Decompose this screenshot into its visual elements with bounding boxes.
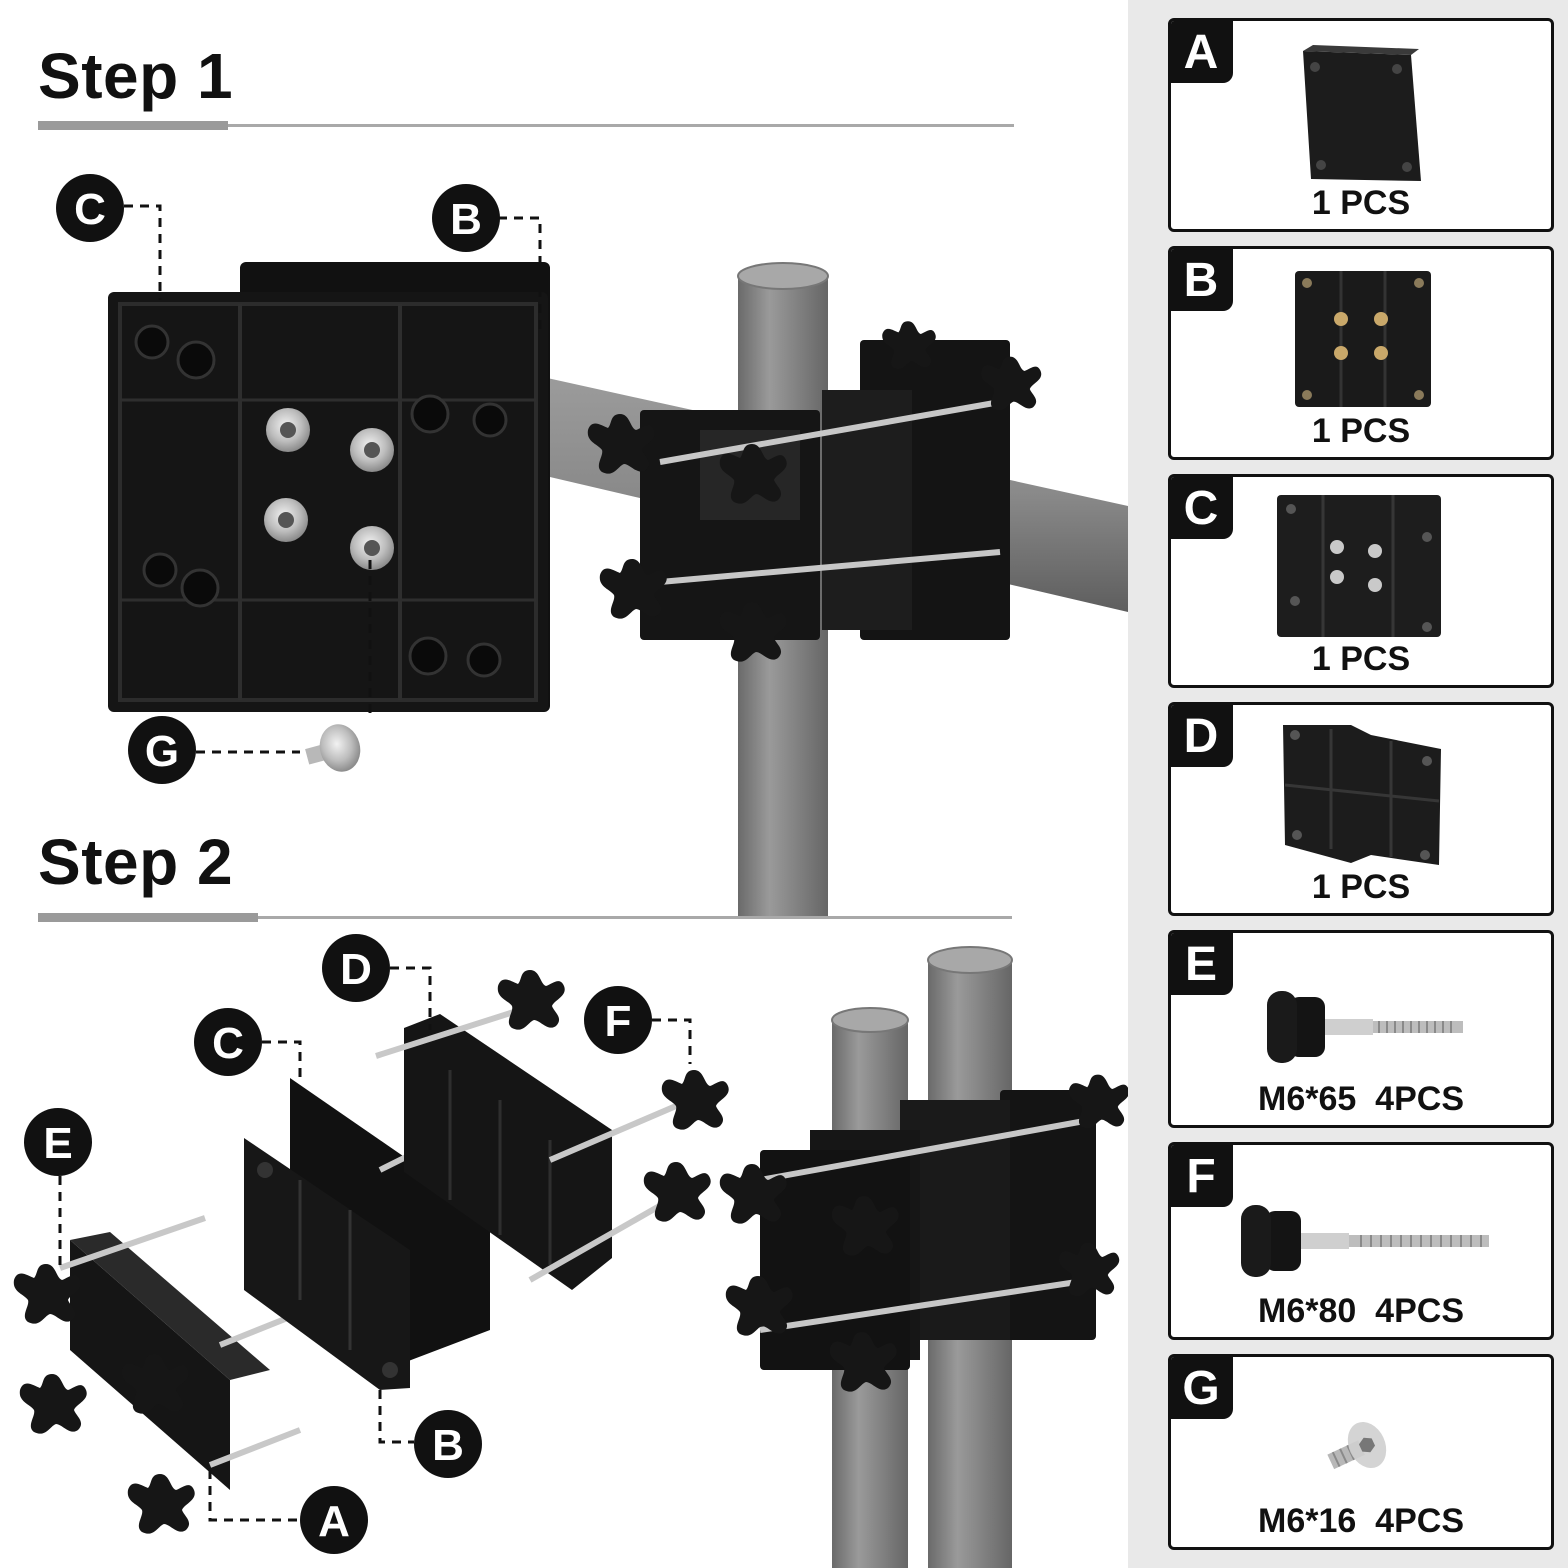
part-b-card: B 1 PCS [1168, 246, 1554, 460]
knob-screw-80-icon [1241, 1205, 1489, 1277]
callout-a-step2: A [300, 1486, 368, 1554]
part-a-letter: A [1183, 26, 1219, 79]
exploded-plate-d [375, 970, 729, 1290]
flat-bracket-a-icon [1303, 45, 1421, 181]
step1-title: Step 1 [38, 40, 234, 112]
step1-plate-stack [108, 262, 550, 712]
part-b-quantity: 1 PCS [1311, 412, 1411, 450]
exploded-plates-cb [244, 1078, 490, 1390]
callout-g-step1: G [128, 716, 196, 784]
part-a-card: A 1 PCS [1168, 18, 1554, 232]
svg-text:E: E [43, 1119, 72, 1168]
callout-d-step2: D [322, 934, 390, 1002]
part-c-quantity: 1 PCS [1311, 640, 1411, 678]
svg-text:D: D [340, 945, 372, 994]
part-d-quantity: 1 PCS [1311, 868, 1411, 906]
step1-rule [228, 124, 1014, 127]
exploded-plate-a [13, 1215, 322, 1534]
svg-text:G: G [145, 727, 179, 776]
callout-c-step2: C [194, 1008, 262, 1076]
part-f-letter: F [1186, 1150, 1216, 1203]
hex-bolt-icon [1327, 1421, 1387, 1470]
callout-c-step1: C [56, 174, 124, 242]
step2-rule-accent [38, 913, 258, 922]
callout-b-step1: B [432, 184, 500, 252]
svg-text:A: A [318, 1497, 350, 1546]
part-e-letter: E [1184, 938, 1217, 991]
parts-list-panel: A 1 PCS B 1 PCS C [1128, 0, 1568, 1568]
step2-title: Step 2 [38, 826, 234, 898]
knob-screw-65-icon [1267, 991, 1463, 1063]
svg-text:C: C [74, 185, 106, 234]
part-a-quantity: 1 PCS [1311, 184, 1411, 222]
callout-b-step2: B [414, 1410, 482, 1478]
step1-mounted-clamp [587, 321, 1042, 662]
step2-mounted-clamp [719, 1074, 1130, 1392]
part-f-quantity: M6*80 4PCS [1258, 1292, 1464, 1330]
part-c-letter: C [1183, 482, 1219, 535]
part-c-card: C 1 PCS [1168, 474, 1554, 688]
part-g-card: G M6*16 4PCS [1168, 1354, 1554, 1550]
step1-rule-accent [38, 121, 228, 130]
part-b-letter: B [1183, 254, 1219, 307]
part-f-card: F M6*80 4PCS [1168, 1142, 1554, 1340]
part-g-letter: G [1182, 1362, 1220, 1415]
svg-text:B: B [432, 1421, 464, 1470]
step1-scene: C B G [56, 174, 1128, 916]
part-e-quantity: M6*65 4PCS [1258, 1080, 1464, 1118]
svg-text:C: C [212, 1019, 244, 1068]
part-e-card: E M6*65 4PCS [1168, 930, 1554, 1128]
part-d-letter: D [1183, 710, 1219, 763]
part-g-quantity: M6*16 4PCS [1258, 1502, 1464, 1540]
assembly-illustration: C B G [13, 174, 1130, 1568]
part-d-card: D 1 PCS [1168, 702, 1554, 916]
step1-bolt-g [305, 724, 361, 772]
callout-e-step2: E [24, 1108, 92, 1176]
step2-rule [258, 916, 1012, 919]
callout-f-step2: F [584, 986, 652, 1054]
step2-scene: D C F E B A [13, 934, 1130, 1568]
clamp-plate-d-icon [1283, 725, 1441, 865]
svg-text:F: F [605, 997, 632, 1046]
svg-text:B: B [450, 195, 482, 244]
clamp-plate-c-icon [1277, 495, 1441, 637]
clamp-plate-b-icon [1295, 271, 1431, 407]
